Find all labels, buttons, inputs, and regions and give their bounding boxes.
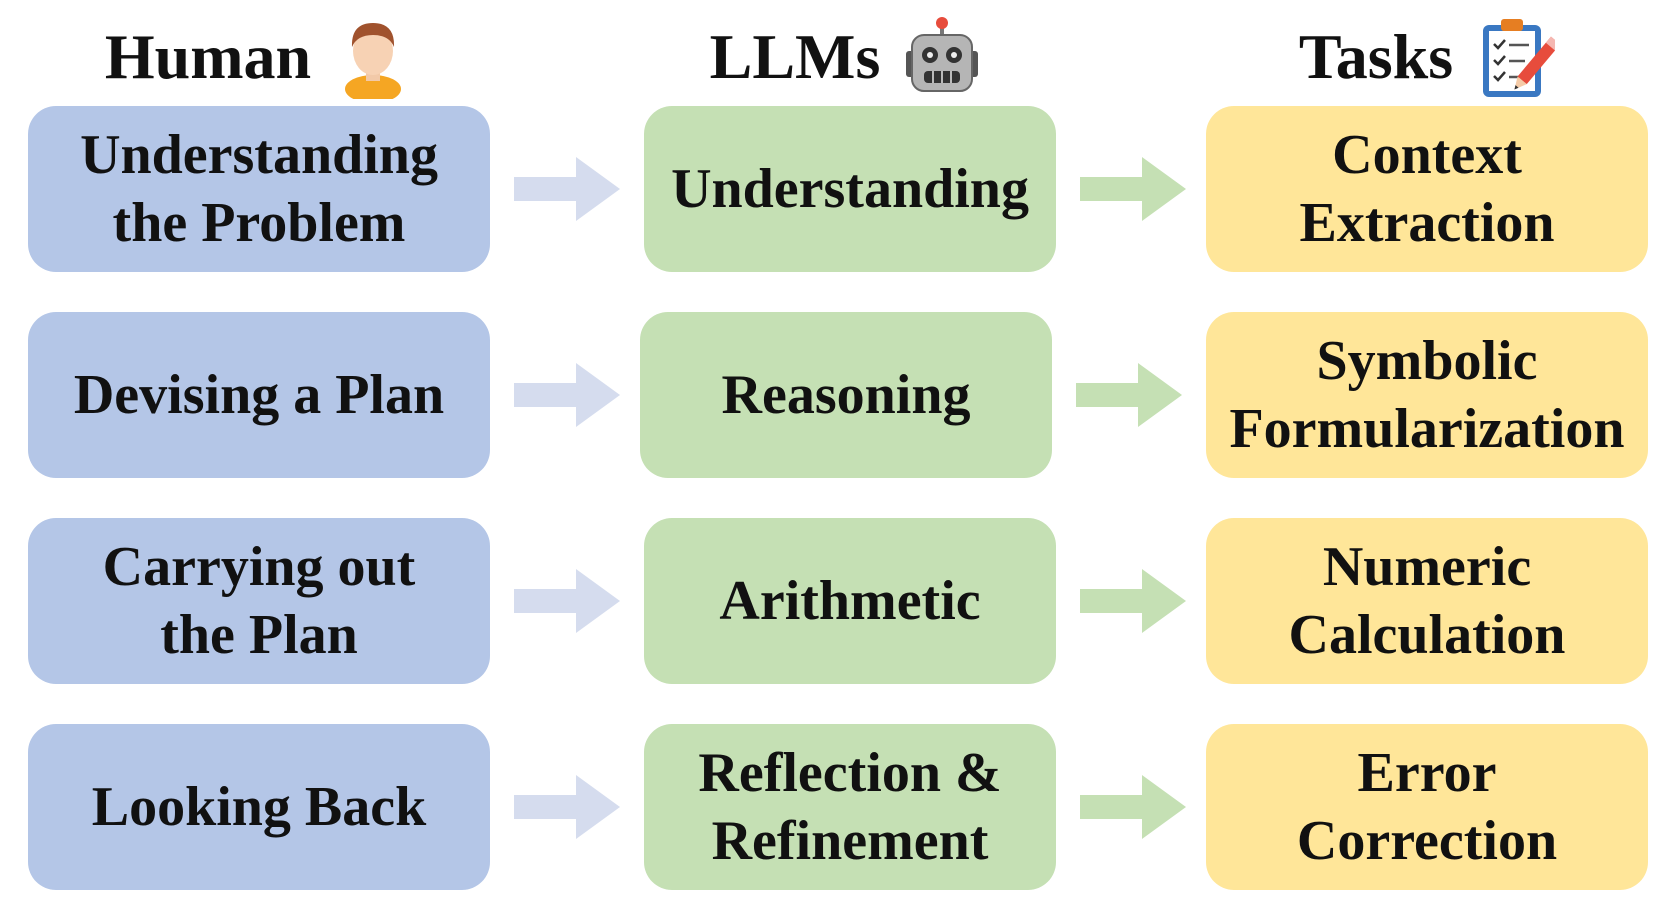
arrow-human-to-llm <box>514 157 620 221</box>
header-llms-title: LLMs <box>709 21 881 92</box>
llm-box-understanding: Understanding <box>644 106 1056 272</box>
llm-box-arithmetic: Arithmetic <box>644 518 1056 684</box>
llm-box-label: Reasoning <box>721 364 971 426</box>
llm-box-label: Reflection & Refinement <box>698 742 1002 872</box>
task-box-error-correction: Error Correction <box>1206 724 1648 890</box>
human-box-looking-back: Looking Back <box>28 724 490 890</box>
task-box-label: Error Correction <box>1296 742 1558 872</box>
arrow-llm-to-task <box>1080 157 1186 221</box>
arrow-llm-to-task <box>1080 775 1186 839</box>
header-tasks-title: Tasks <box>1298 21 1454 92</box>
arrow-llm-to-task <box>1080 569 1186 633</box>
task-box-label: Symbolic Formularization <box>1229 330 1625 460</box>
llm-box-label: Understanding <box>671 158 1029 220</box>
arrow-human-to-llm <box>514 363 620 427</box>
clipboard-checklist-icon <box>1483 19 1556 97</box>
header-llms: LLMs <box>640 12 1052 102</box>
human-box-carrying-out-the-plan: Carrying out the Plan <box>28 518 490 684</box>
llm-box-reasoning: Reasoning <box>640 312 1052 478</box>
task-box-label: Numeric Calculation <box>1288 536 1566 666</box>
human-box-devising-a-plan: Devising a Plan <box>28 312 490 478</box>
human-box-label: Looking Back <box>91 776 427 838</box>
person-icon <box>345 23 402 99</box>
human-box-label: Understanding the Problem <box>80 124 438 254</box>
task-box-context-extraction: Context Extraction <box>1206 106 1648 272</box>
header-human-title: Human <box>104 21 312 92</box>
llm-box-reflection-and-refinement: Reflection & Refinement <box>644 724 1056 890</box>
header-human: Human <box>28 12 490 102</box>
header-tasks: Tasks <box>1206 12 1648 102</box>
task-box-numeric-calculation: Numeric Calculation <box>1206 518 1648 684</box>
llm-box-label: Arithmetic <box>719 570 981 632</box>
human-box-label: Devising a Plan <box>73 364 445 426</box>
arrow-human-to-llm <box>514 775 620 839</box>
human-box-label: Carrying out the Plan <box>102 536 416 666</box>
arrow-llm-to-task <box>1076 363 1182 427</box>
task-box-symbolic-formularization: Symbolic Formularization <box>1206 312 1648 478</box>
task-box-label: Context Extraction <box>1299 124 1555 254</box>
human-box-understanding-the-problem: Understanding the Problem <box>28 106 490 272</box>
arrow-human-to-llm <box>514 569 620 633</box>
robot-icon <box>906 17 979 92</box>
